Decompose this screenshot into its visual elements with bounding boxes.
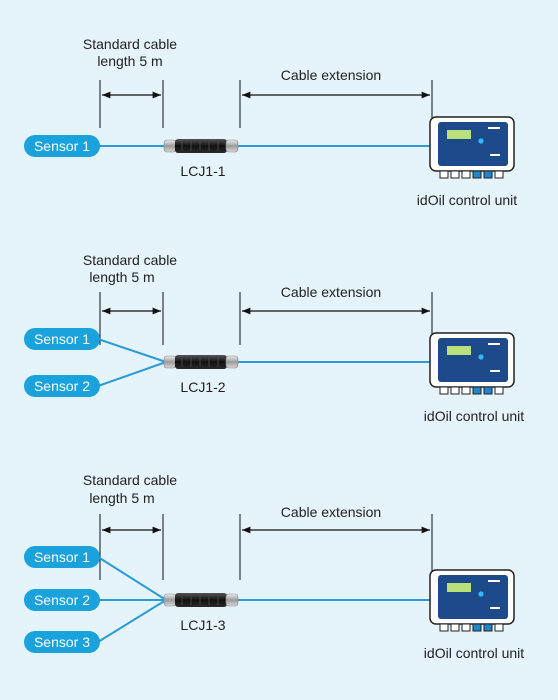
sensor-cable bbox=[97, 338, 167, 363]
control-unit-label: idOil control unit bbox=[423, 645, 525, 661]
control-unit-indicator bbox=[490, 154, 500, 156]
standard-cable-label: Standard cable bbox=[82, 472, 178, 488]
connector-body bbox=[175, 355, 227, 369]
connector-body bbox=[175, 139, 227, 153]
standard-cable-label: Standard cable bbox=[82, 252, 178, 268]
cable-extension-label: Cable extension bbox=[280, 67, 382, 83]
sensor-1-tag: Sensor 1 bbox=[24, 328, 100, 350]
control-unit-terminal bbox=[450, 170, 460, 179]
control-unit-terminal bbox=[461, 386, 471, 395]
connector-cap-right bbox=[225, 139, 239, 153]
connector-cap-left bbox=[163, 355, 177, 369]
connector-label: LCJ1-3 bbox=[180, 617, 226, 633]
connector-cap-left bbox=[163, 593, 177, 607]
control-unit-terminal bbox=[494, 170, 504, 179]
control-unit-label: idOil control unit bbox=[423, 408, 525, 424]
connector-body bbox=[175, 593, 227, 607]
control-unit-terminal bbox=[461, 170, 471, 179]
connector-cap-left bbox=[163, 139, 177, 153]
connector-cap-right bbox=[225, 355, 239, 369]
control-unit-terminal bbox=[472, 623, 482, 632]
sensor-2-tag: Sensor 2 bbox=[24, 375, 100, 397]
control-unit-display bbox=[447, 130, 471, 139]
control-unit-terminal bbox=[439, 170, 449, 179]
control-unit-terminal bbox=[439, 386, 449, 395]
control-unit-indicator bbox=[488, 343, 500, 345]
control-unit-terminal bbox=[461, 623, 471, 632]
control-unit-terminal bbox=[483, 386, 493, 395]
cable-extension-label: Cable extension bbox=[280, 284, 382, 300]
control-unit-terminal bbox=[450, 386, 460, 395]
control-unit-terminal bbox=[494, 623, 504, 632]
control-unit-indicator bbox=[488, 127, 500, 129]
standard-cable-label: Standard cable bbox=[82, 36, 178, 52]
connector-label: LCJ1-2 bbox=[180, 379, 226, 395]
sensor-cable bbox=[97, 556, 167, 601]
control-unit-label: idOil control unit bbox=[416, 192, 518, 208]
control-unit-indicator bbox=[490, 370, 500, 372]
control-unit-terminal bbox=[483, 170, 493, 179]
control-unit-led bbox=[478, 354, 484, 360]
control-unit-display bbox=[447, 583, 471, 592]
control-unit-indicator bbox=[488, 580, 500, 582]
control-unit-led bbox=[478, 591, 484, 597]
sensor-cable bbox=[97, 599, 167, 643]
control-unit-terminal bbox=[439, 623, 449, 632]
sensor-cable bbox=[97, 361, 167, 387]
control-unit-terminal bbox=[494, 386, 504, 395]
control-unit-terminal bbox=[483, 623, 493, 632]
sensor-1-tag: Sensor 1 bbox=[24, 546, 100, 568]
sensor-2-tag: Sensor 2 bbox=[24, 589, 100, 611]
connector-cap-right bbox=[225, 593, 239, 607]
standard-length-label: length 5 m bbox=[89, 490, 155, 506]
control-unit-terminal bbox=[472, 170, 482, 179]
control-unit-terminal bbox=[472, 386, 482, 395]
sensor-1-tag: Sensor 1 bbox=[24, 135, 100, 157]
sensor-3-tag: Sensor 3 bbox=[24, 631, 100, 653]
cable-extension-label: Cable extension bbox=[280, 504, 382, 520]
standard-length-label: length 5 m bbox=[89, 269, 155, 285]
control-unit-terminal bbox=[450, 623, 460, 632]
standard-length-label: length 5 m bbox=[97, 53, 163, 69]
control-unit-indicator bbox=[490, 607, 500, 609]
control-unit-led bbox=[478, 138, 484, 144]
control-unit-display bbox=[447, 346, 471, 355]
connector-label: LCJ1-1 bbox=[180, 163, 226, 179]
